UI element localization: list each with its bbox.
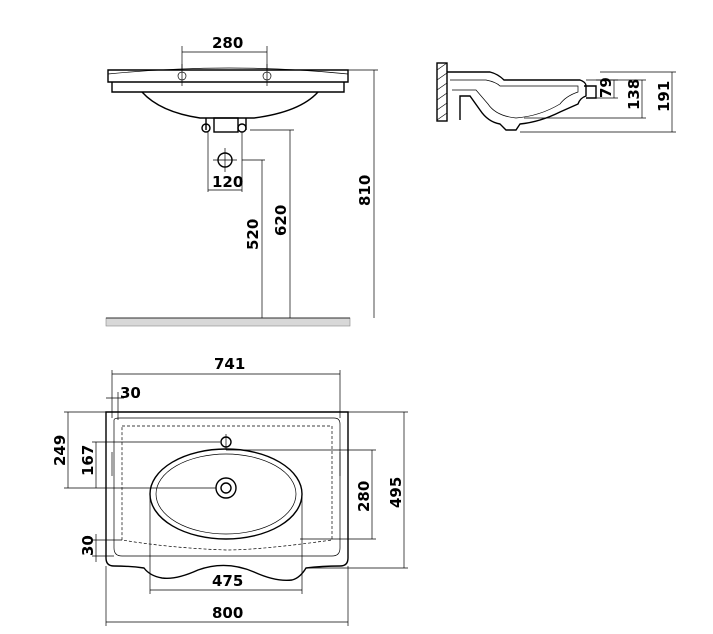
dim-tap-spacing: 280 xyxy=(212,34,243,52)
front-view: 280 120 520 620 810 xyxy=(105,34,378,327)
dim-inner-width: 741 xyxy=(214,355,245,373)
dim-waste-offset: 120 xyxy=(212,173,243,191)
dim-overall-depth: 249 xyxy=(51,435,69,466)
dim-total-width: 800 xyxy=(212,604,243,622)
dim-waste-height: 520 xyxy=(244,219,262,250)
dim-border: 30 xyxy=(120,384,141,402)
dim-tap-to-center: 167 xyxy=(79,445,97,476)
floor xyxy=(105,317,351,327)
dim-total-depth: 495 xyxy=(387,477,405,508)
dim-total-height: 191 xyxy=(655,81,673,112)
top-view: 741 30 249 167 280 495 30 475 xyxy=(51,355,408,626)
dim-overflow-height: 138 xyxy=(625,79,643,110)
side-view: 79 138 191 xyxy=(436,62,676,133)
dim-bowl-width: 475 xyxy=(212,572,243,590)
dim-trap-height: 620 xyxy=(272,205,290,236)
dim-rim-height: 810 xyxy=(356,175,374,206)
dim-bowl-depth-top: 280 xyxy=(355,481,373,512)
dim-bowl-depth: 79 xyxy=(597,77,615,98)
dim-front-border: 30 xyxy=(79,535,97,556)
